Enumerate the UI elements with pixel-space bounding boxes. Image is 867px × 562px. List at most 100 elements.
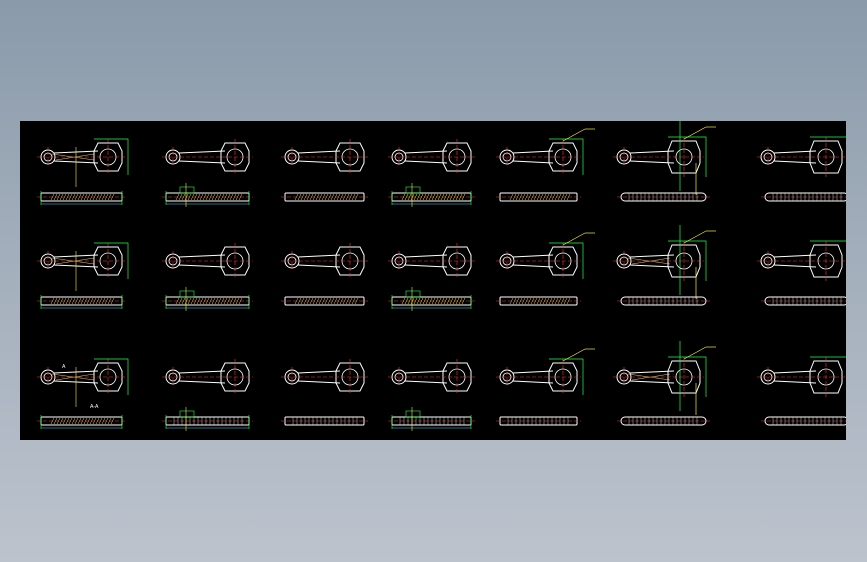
big-end-outline xyxy=(442,362,472,392)
big-end-outline xyxy=(220,246,250,276)
connecting-rod-drawing-sheet: A A-A xyxy=(37,121,846,431)
rod-drawing-cell xyxy=(281,139,368,202)
side-detail-box xyxy=(405,290,421,298)
big-end-outline xyxy=(93,246,123,276)
dimension-line xyxy=(549,242,584,279)
dimension-line xyxy=(94,358,129,395)
big-end-outline xyxy=(548,362,578,392)
rod-drawing-cell xyxy=(162,243,253,311)
dimension-line xyxy=(94,138,129,175)
big-end-outline xyxy=(335,362,365,392)
rod-drawing-cell xyxy=(496,232,595,306)
side-view-detail xyxy=(507,417,569,425)
side-view-detail xyxy=(628,297,698,305)
shank-outline xyxy=(297,150,341,164)
rod-drawing-cell xyxy=(613,121,716,202)
section-mark-text: A xyxy=(62,364,66,370)
big-end-outline xyxy=(93,142,123,172)
leader-line xyxy=(562,232,586,246)
rod-drawing-cell xyxy=(613,341,716,426)
rod-drawing-cell xyxy=(162,139,253,207)
section-label-text: A-A xyxy=(90,404,99,410)
side-view-hatch xyxy=(294,193,359,201)
rod-drawing-cell xyxy=(757,136,846,202)
big-end-outline xyxy=(548,142,578,172)
shank-outline xyxy=(404,150,448,164)
leader-line xyxy=(562,128,586,142)
big-end-outline xyxy=(93,362,123,392)
rod-drawing-cell xyxy=(757,356,846,426)
rod-drawing-cell xyxy=(757,240,846,306)
shank-outline xyxy=(629,150,675,164)
big-end-outline xyxy=(809,244,843,278)
leader-line xyxy=(562,348,586,362)
big-end-outline xyxy=(335,246,365,276)
side-view-detail xyxy=(628,193,698,201)
cad-drawing-viewport[interactable]: A A-A xyxy=(20,121,846,440)
side-view-outline xyxy=(620,296,707,306)
side-view-outline xyxy=(620,192,707,202)
rod-drawing-cell xyxy=(37,358,129,429)
side-view-hatch xyxy=(50,193,115,201)
rod-drawing-cell xyxy=(388,359,475,431)
leader-line xyxy=(683,126,707,140)
side-view-detail xyxy=(173,417,243,425)
rod-drawing-cell xyxy=(613,225,716,306)
shank-outline xyxy=(404,370,448,384)
side-view-hatch xyxy=(175,297,243,305)
side-view-outline xyxy=(620,416,707,426)
big-end-outline xyxy=(442,142,472,172)
side-detail-box xyxy=(179,410,195,418)
side-view-hatch xyxy=(401,193,466,201)
shank-outline xyxy=(297,254,341,268)
dimension-line xyxy=(810,356,846,358)
shank-outline xyxy=(404,254,448,268)
rod-drawing-cell xyxy=(388,243,475,311)
dimension-line xyxy=(94,242,129,279)
shank-outline xyxy=(512,254,554,268)
side-detail-box xyxy=(179,186,195,194)
leader-line xyxy=(683,230,707,244)
side-detail-box xyxy=(179,290,195,298)
dimension-line xyxy=(810,240,846,242)
side-detail-box xyxy=(405,186,421,194)
rod-drawing-cell xyxy=(281,359,368,426)
shank-outline xyxy=(178,150,226,164)
side-view-hatch xyxy=(294,297,359,305)
big-end-outline xyxy=(809,140,843,174)
side-view-detail xyxy=(772,417,842,425)
shank-outline xyxy=(512,150,554,164)
shank-outline xyxy=(629,370,675,384)
side-view-hatch xyxy=(175,193,243,201)
dimension-line xyxy=(810,136,846,138)
shank-outline xyxy=(178,370,226,384)
dimension-line xyxy=(549,138,584,175)
side-view-hatch xyxy=(401,297,466,305)
side-view-hatch xyxy=(50,297,115,305)
big-end-outline xyxy=(335,142,365,172)
big-end-outline xyxy=(442,246,472,276)
side-view-hatch xyxy=(509,297,571,305)
rod-drawing-cell xyxy=(281,243,368,306)
shank-outline xyxy=(178,254,226,268)
side-view-detail xyxy=(292,417,358,425)
side-view-detail xyxy=(772,193,842,201)
shank-outline xyxy=(773,370,817,384)
dimension-line xyxy=(549,358,584,395)
shank-outline xyxy=(512,370,554,384)
rod-drawing-cell xyxy=(388,139,475,207)
big-end-outline xyxy=(220,142,250,172)
dimension-line xyxy=(668,356,707,397)
side-view-hatch xyxy=(509,193,571,201)
big-end-outline xyxy=(220,362,250,392)
side-view-detail xyxy=(628,417,698,425)
rod-drawing-cell xyxy=(496,348,595,426)
rod-drawing-cell xyxy=(162,359,253,431)
side-view-detail xyxy=(772,297,842,305)
dimension-line xyxy=(668,136,707,177)
dimension-line xyxy=(668,240,707,281)
shank-outline xyxy=(297,370,341,384)
rod-drawing-cell xyxy=(496,128,595,202)
rod-drawing-cell xyxy=(37,138,129,205)
big-end-outline xyxy=(548,246,578,276)
